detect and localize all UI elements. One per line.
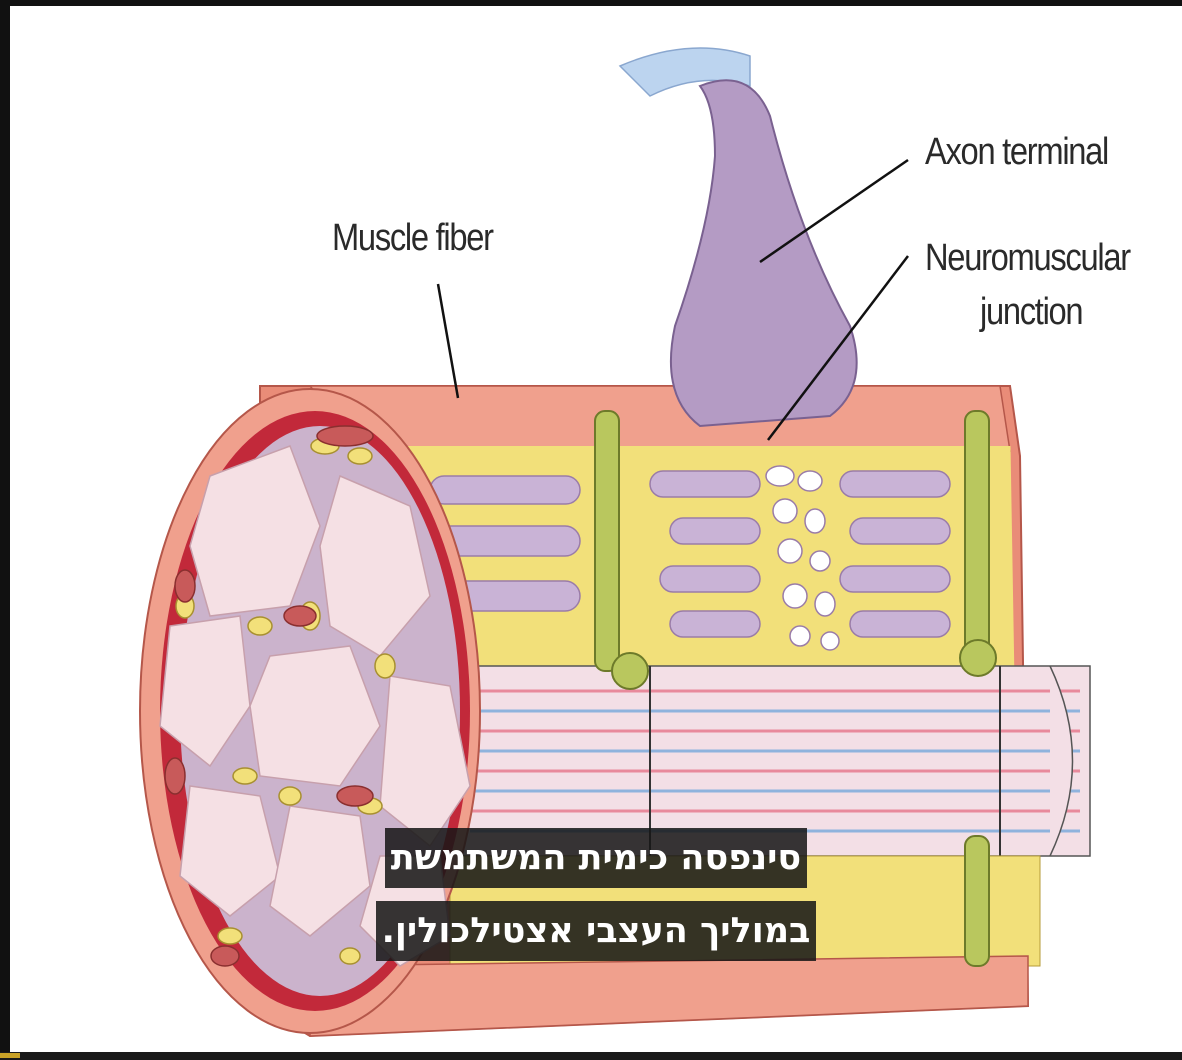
myofibrils <box>449 665 1091 857</box>
axon-terminal-leader <box>759 158 909 264</box>
axon-terminal <box>618 47 858 428</box>
fiber-bottom-band <box>309 955 1029 1037</box>
video-frame: Muscle fiber Axon terminal Neuromuscular… <box>10 6 1182 1052</box>
lower-reticulum <box>449 855 1041 967</box>
cross-section <box>139 388 481 1034</box>
label-junction: junction <box>980 291 1084 333</box>
muscle-fiber-leader <box>436 283 460 399</box>
fiber-top-band <box>308 385 1011 457</box>
player-bottom-strip <box>0 1052 1182 1060</box>
progress-marker <box>0 1053 20 1058</box>
t-tubules <box>594 410 997 967</box>
nmj-leader <box>767 255 909 441</box>
sarcoplasmic-reticulum <box>370 446 1020 676</box>
label-axon-terminal: Axon terminal <box>925 131 1109 173</box>
label-muscle-fiber: Muscle fiber <box>332 217 494 259</box>
label-neuromuscular: Neuromuscular <box>925 237 1131 279</box>
